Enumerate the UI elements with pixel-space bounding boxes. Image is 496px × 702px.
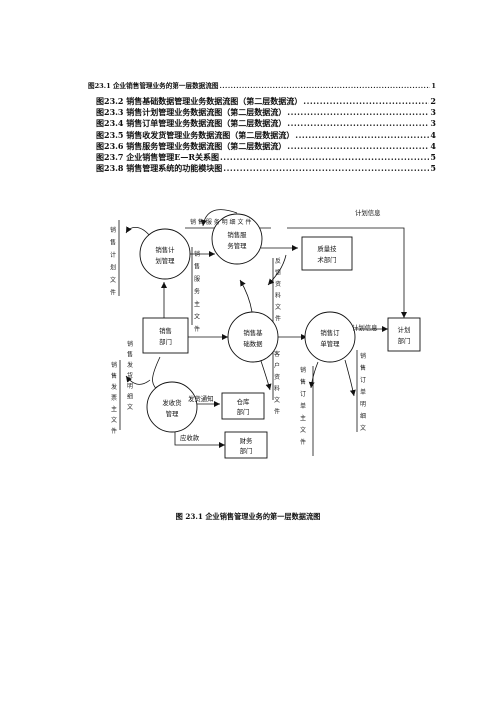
toc-entry-page: 3 <box>430 107 436 118</box>
process-label: 划管理 <box>155 256 175 265</box>
toc-entry[interactable]: 图23.7 企业销售管理E—R关系图 5 <box>88 152 436 163</box>
process-label: 销售订 <box>320 328 340 337</box>
process-sales-order[interactable] <box>304 311 356 363</box>
toc-entry-page: 2 <box>430 96 436 106</box>
vertical-label-sales-plan-file: 销售计划文件 <box>110 226 116 297</box>
toc-entry[interactable]: 图23.2 销售基础数据管理业务数据流图（第二层数据流） 2 <box>88 96 436 107</box>
flow-base-to-customer-file <box>259 357 272 391</box>
flow-label-plan-info: 计划信息 <box>352 323 378 332</box>
table-of-contents: 图23.1 企业销售管理业务的第一层数据流图 1 图23.2 销售基础数据管理业务… <box>88 80 436 174</box>
toc-entry[interactable]: 图23.5 销售收发货管理业务数据流图（第二层数据流） 4 <box>88 130 436 141</box>
entity-label: 财务 <box>240 436 253 445</box>
toc-entry-page: 3 <box>430 118 436 129</box>
entity-labels: 销售 部门 质量技 术部门 计划 部门 仓库 部门 财务 部门 <box>159 244 410 455</box>
toc-entry-page: 1 <box>431 82 436 90</box>
process-label: 础数据 <box>243 339 263 348</box>
entity-label: 术部门 <box>317 255 336 264</box>
process-label: 销售服 <box>227 230 247 239</box>
process-shipping[interactable] <box>146 381 198 433</box>
toc-entry-title: 图23.3 销售计划管理业务数据流图（第二层数据流） <box>96 107 287 118</box>
vertical-label-invoice-file: 销售发票主文件 <box>111 361 117 435</box>
flow-label-plan-info-top: 计划信息 <box>355 208 381 217</box>
process-label: 销售基 <box>243 328 263 337</box>
toc-entry[interactable]: 图23.1 企业销售管理业务的第一层数据流图 1 <box>88 80 436 93</box>
process-label: 销售计 <box>155 245 175 254</box>
flow-qa-feedback <box>267 254 287 286</box>
flow-labels: 销 售 服 务 明 细 文 件 计划信息 计划信息 发货通知 应收款 <box>180 208 381 442</box>
entity-finance[interactable] <box>224 431 268 459</box>
flow-order-to-detail-file <box>344 359 356 397</box>
flow-shipping-to-invoice-file <box>125 375 151 385</box>
flow-base-to-service <box>239 279 253 313</box>
flow-label-service-detail: 销 售 服 务 明 细 文 件 <box>190 218 251 226</box>
vertical-label-feedback-file: 反馈资料文件 <box>275 257 281 323</box>
toc-entry-title: 图23.8 销售管理系统的功能模块图 <box>96 163 223 174</box>
entity-label: 部门 <box>159 337 172 346</box>
process-label: 单管理 <box>320 339 340 348</box>
flow-order-to-main-file <box>308 361 319 389</box>
flow-label-receivable: 应收款 <box>180 433 200 442</box>
flow-service-to-detail-file <box>200 209 238 227</box>
toc-entry-title: 图23.5 销售收发货管理业务数据流图（第二层数据流） <box>96 129 295 140</box>
toc-entry-title: 图23.2 销售基础数据管理业务数据流图（第二层数据流） <box>96 96 303 106</box>
figure-caption: 图 23.1 企业销售管理业务的第一层数据流图 <box>175 512 321 521</box>
toc-entry-page: 5 <box>430 163 436 174</box>
entity-warehouse[interactable] <box>221 392 265 420</box>
flow-label-ship-notice: 发货通知 <box>188 394 214 403</box>
entity-label: 销售 <box>159 326 172 335</box>
process-sales-plan[interactable] <box>139 228 191 280</box>
process-sales-service[interactable] <box>211 213 263 265</box>
entity-sales-dept[interactable] <box>142 317 189 354</box>
process-labels: 销售计 划管理 销售服 务管理 销售基 础数据 销售订 单管理 发收货 管理 <box>155 230 340 418</box>
entity-label: 部门 <box>240 446 253 455</box>
entity-qa-dept[interactable] <box>301 236 353 271</box>
vertical-label-order-main-file: 销售订单主文件 <box>300 366 306 446</box>
entity-label: 计划 <box>398 325 411 334</box>
entity-label: 部门 <box>237 407 250 416</box>
toc-entry-page: 5 <box>430 151 436 162</box>
process-label: 发收货 <box>162 398 182 407</box>
vertical-label-order-detail-file: 销售订单明细文 <box>360 352 366 432</box>
toc-entry-title: 图23.7 企业销售管理E—R关系图 <box>96 151 220 162</box>
toc-entry-page: 4 <box>430 129 436 140</box>
toc-entry-title: 图23.1 企业销售管理业务的第一层数据流图 <box>88 82 219 90</box>
vertical-label-customer-file: 客户资料文件 <box>274 350 280 416</box>
process-label: 务管理 <box>227 241 247 250</box>
flow-receivable <box>174 432 225 448</box>
process-sales-base-data[interactable] <box>227 311 279 363</box>
toc-entry[interactable]: 图23.8 销售管理系统的功能模块图 5 <box>88 163 436 174</box>
flow-plan-to-plan-file <box>125 226 151 237</box>
external-entities <box>142 236 421 459</box>
toc-entry[interactable]: 图23.3 销售计划管理业务数据流图（第二层数据流） 3 <box>88 107 436 118</box>
flow-plan-info-top <box>287 227 407 318</box>
toc-entry-page: 4 <box>430 140 436 151</box>
toc-entry-title: 图23.6 销售服务管理业务数据流图（第二层数据流） <box>96 140 287 151</box>
toc-entry[interactable]: 图23.6 销售服务管理业务数据流图（第二层数据流） 4 <box>88 141 436 152</box>
vertical-label-sales-service-file: 销售服务主文件 <box>194 250 200 333</box>
processes <box>139 213 356 433</box>
entity-plan-dept[interactable] <box>387 317 421 352</box>
entity-label: 质量技 <box>317 244 337 253</box>
vertical-label-shipping-detail-file: 销售发货明细文 <box>127 340 133 411</box>
process-label: 管理 <box>166 409 179 418</box>
entity-label: 仓库 <box>237 397 250 406</box>
toc-entry-title: 图23.4 销售订单管理业务数据流图（第二层数据流） <box>96 118 287 129</box>
toc-entry[interactable]: 图23.4 销售订单管理业务数据流图（第二层数据流） 3 <box>88 118 436 129</box>
entity-label: 部门 <box>398 336 411 345</box>
